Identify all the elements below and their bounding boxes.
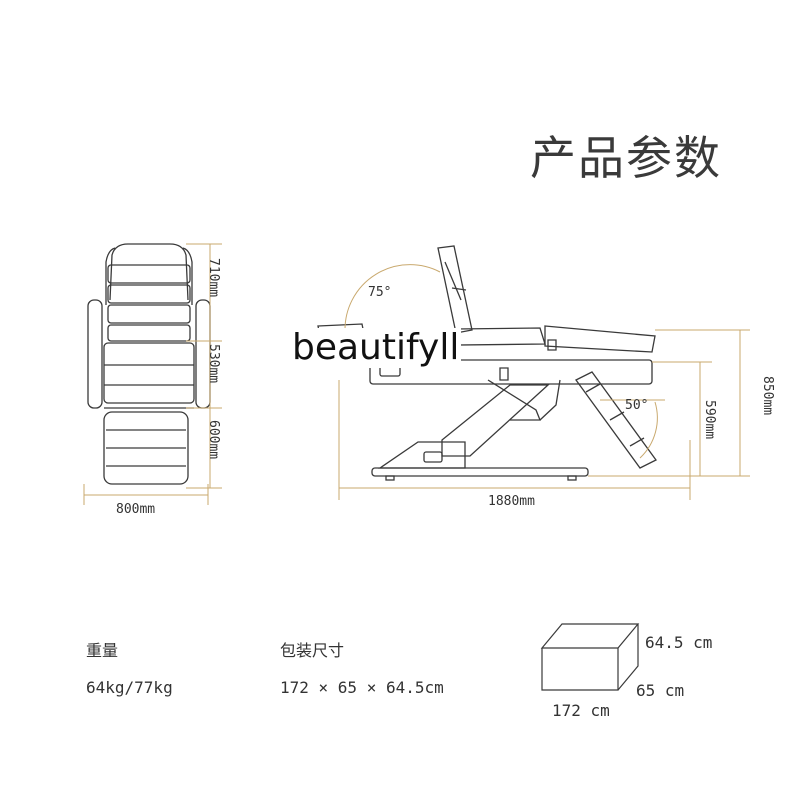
weight-label: 重量 xyxy=(86,641,119,660)
angle-backrest: 75° xyxy=(368,285,392,300)
package-size-value: 172 × 65 × 64.5cm xyxy=(280,678,444,697)
side-view-dimension-lines xyxy=(338,264,750,500)
dim-head-length: 710mm xyxy=(206,258,221,298)
box-height-label: 64.5 cm xyxy=(645,633,713,652)
watermark-text: beautifyll xyxy=(290,327,462,368)
weight-value: 64kg/77kg xyxy=(86,678,173,697)
box-depth-label: 65 cm xyxy=(636,681,685,700)
dim-width: 800mm xyxy=(116,502,156,517)
dim-mid-length: 530mm xyxy=(206,344,221,384)
package-size-label: 包装尺寸 xyxy=(280,641,345,660)
dim-leg-length: 600mm xyxy=(206,420,221,460)
angle-legrest: 50° xyxy=(625,398,649,413)
side-view-drawing xyxy=(317,245,657,481)
dim-total-height: 850mm xyxy=(760,376,775,416)
box-length-label: 172 cm xyxy=(552,701,610,720)
page-title: 产品参数 xyxy=(530,131,722,185)
dim-seat-height: 590mm xyxy=(702,400,717,440)
top-view-drawing xyxy=(87,243,211,485)
package-box-drawing xyxy=(540,623,640,691)
top-view-dimension-lines xyxy=(83,243,222,505)
dim-total-length: 1880mm xyxy=(488,494,535,509)
